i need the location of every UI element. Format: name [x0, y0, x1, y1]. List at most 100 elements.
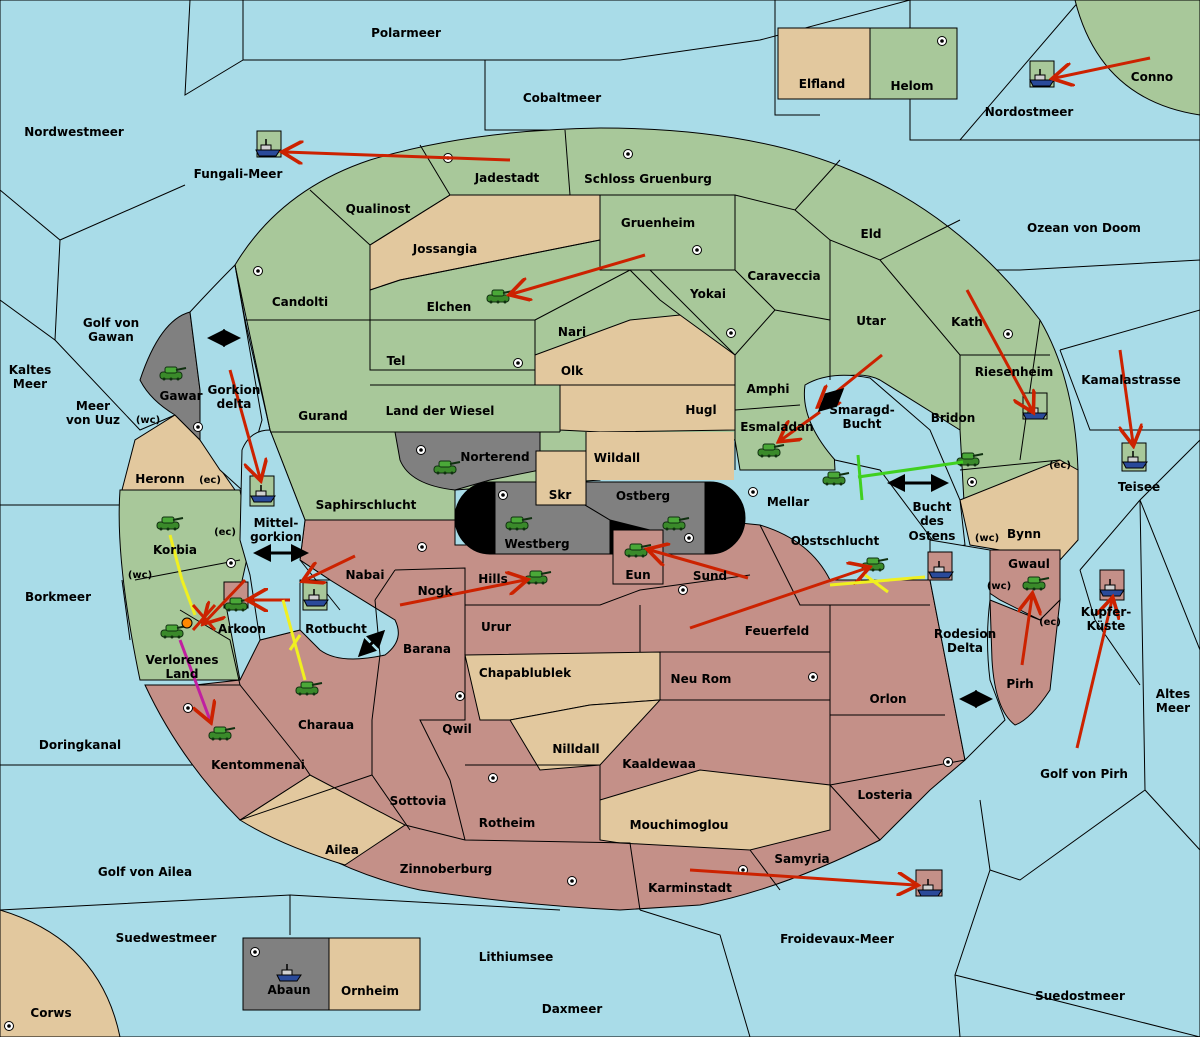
sc-kentommenai	[183, 703, 193, 713]
coast-labels: (wc) (ec) (ec) (wc) (ec) (wc) (wc) (ec)	[128, 415, 1071, 628]
label-schloss: Schloss Gruenburg	[584, 172, 712, 186]
label-barana: Barana	[403, 642, 451, 656]
sc-ostberg	[684, 533, 694, 543]
sc-saphir	[417, 542, 427, 552]
sc-tel	[513, 358, 523, 368]
label-amphi: Amphi	[746, 382, 789, 396]
province-elfland	[777, 27, 871, 100]
label-mittelgorkion-2: gorkion	[250, 530, 302, 544]
province-borders	[121, 129, 1061, 911]
label-qwil: Qwil	[442, 722, 472, 736]
label-kath: Kath	[951, 315, 983, 329]
label-daxmeer: Daxmeer	[542, 1002, 603, 1016]
label-pirh: Pirh	[1006, 677, 1033, 691]
label-conno: Conno	[1131, 70, 1173, 84]
label-olk: Olk	[561, 364, 584, 378]
sc-rotheim	[488, 773, 498, 783]
label-fungali-meer: Fungali-Meer	[194, 167, 283, 181]
label-golf-von-gawan-2: Gawan	[88, 330, 134, 344]
sc-neurom	[808, 672, 818, 682]
coast-gawar-wc: (wc)	[136, 415, 160, 426]
sc-bridon	[967, 477, 977, 487]
label-obstschlucht: Obstschlucht	[791, 534, 880, 548]
label-gorkion-1: Gorkion	[208, 383, 261, 397]
label-verlorenes-2: Land	[166, 667, 199, 681]
sea-labels: Polarmeer Cobaltmeer Nordwestmeer Fungal…	[9, 26, 1190, 1016]
label-kentommenai: Kentommenai	[211, 758, 305, 772]
label-zinnoberburg: Zinnoberburg	[400, 862, 492, 876]
label-ostberg: Ostberg	[616, 489, 670, 503]
supply-centers	[4, 36, 1013, 1031]
coast-korbia-ec: (ec)	[214, 527, 236, 538]
label-rodesion-2: Delta	[947, 641, 983, 655]
sc-korbia	[226, 558, 236, 568]
label-bucht-des-ostens-3: Ostens	[909, 529, 956, 543]
label-polarmeer: Polarmeer	[371, 26, 441, 40]
label-teisee: Teisee	[1118, 480, 1160, 494]
coast-gwaul-wc: (wc)	[987, 581, 1011, 592]
sc-kath	[1003, 329, 1013, 339]
province-kentommenai	[144, 684, 311, 821]
label-altes-meer-2: Meer	[1156, 701, 1190, 715]
province-wildall-tan	[586, 432, 734, 480]
canal-arrows	[207, 329, 993, 708]
label-nordwestmeer: Nordwestmeer	[24, 125, 124, 139]
label-meer-von-uuz-1: Meer	[76, 399, 110, 413]
province-ailea	[239, 774, 406, 866]
label-elfland: Elfland	[799, 77, 845, 91]
coast-heronn-ec: (ec)	[199, 475, 221, 486]
label-kupfer-1: Kupfer-	[1081, 605, 1131, 619]
label-mellar: Mellar	[767, 495, 809, 509]
land-labels: Elfland Helom Conno Teisee Jadestadt Sch…	[30, 70, 1173, 1020]
label-nabai: Nabai	[346, 568, 385, 582]
sc-helom	[937, 36, 947, 46]
label-bucht-des-ostens-2: des	[920, 514, 944, 528]
label-helom: Helom	[890, 79, 933, 93]
label-yokai: Yokai	[689, 287, 726, 301]
province-nilldall	[509, 699, 662, 771]
label-gawar: Gawar	[159, 389, 202, 403]
province-ornheim	[328, 937, 421, 1011]
label-nogk: Nogk	[418, 584, 454, 598]
label-riesenheim: Riesenheim	[975, 365, 1054, 379]
label-bynn: Bynn	[1007, 527, 1041, 541]
label-charaua: Charaua	[298, 718, 354, 732]
label-kaaldewaa: Kaaldewaa	[622, 757, 696, 771]
label-gorkion-2: delta	[217, 397, 252, 411]
label-nordostmeer: Nordostmeer	[985, 105, 1074, 119]
label-ailea: Ailea	[325, 843, 359, 857]
label-orlon: Orlon	[869, 692, 906, 706]
label-rotbucht: Rotbucht	[305, 622, 367, 636]
label-nari: Nari	[558, 325, 586, 339]
sc-norterend	[416, 445, 426, 455]
label-hills: Hills	[478, 572, 508, 586]
sc-losteria	[943, 757, 953, 767]
label-nilldall: Nilldall	[552, 742, 599, 756]
label-jossangia: Jossangia	[412, 242, 477, 256]
label-borkmeer: Borkmeer	[25, 590, 91, 604]
label-smaragd-2: Bucht	[842, 417, 881, 431]
label-golf-von-gawan-1: Golf von	[83, 316, 139, 330]
label-altes-meer-1: Altes	[1156, 687, 1190, 701]
label-neu-rom: Neu Rom	[671, 672, 732, 686]
sc-corws	[4, 1021, 14, 1031]
sc-westberg	[498, 490, 508, 500]
label-kupfer-2: Küste	[1087, 619, 1126, 633]
sc-yokai	[726, 328, 736, 338]
sea-gorkion-delta	[189, 263, 263, 491]
province-mouchimoglou	[599, 769, 831, 851]
sc-sund	[678, 585, 688, 595]
sc-schloss	[623, 149, 633, 159]
label-hugl: Hugl	[685, 403, 716, 417]
coast-gwaul-ec: (ec)	[1039, 617, 1061, 628]
label-gurand: Gurand	[298, 409, 348, 423]
label-mouchimoglou: Mouchimoglou	[630, 818, 729, 832]
label-cobaltmeer: Cobaltmeer	[523, 91, 601, 105]
coast-korbia-wc: (wc)	[128, 570, 152, 581]
label-sund: Sund	[693, 569, 727, 583]
label-golf-von-pirh: Golf von Pirh	[1040, 767, 1128, 781]
label-ornheim: Ornheim	[341, 984, 399, 998]
label-jadestadt: Jadestadt	[474, 171, 540, 185]
